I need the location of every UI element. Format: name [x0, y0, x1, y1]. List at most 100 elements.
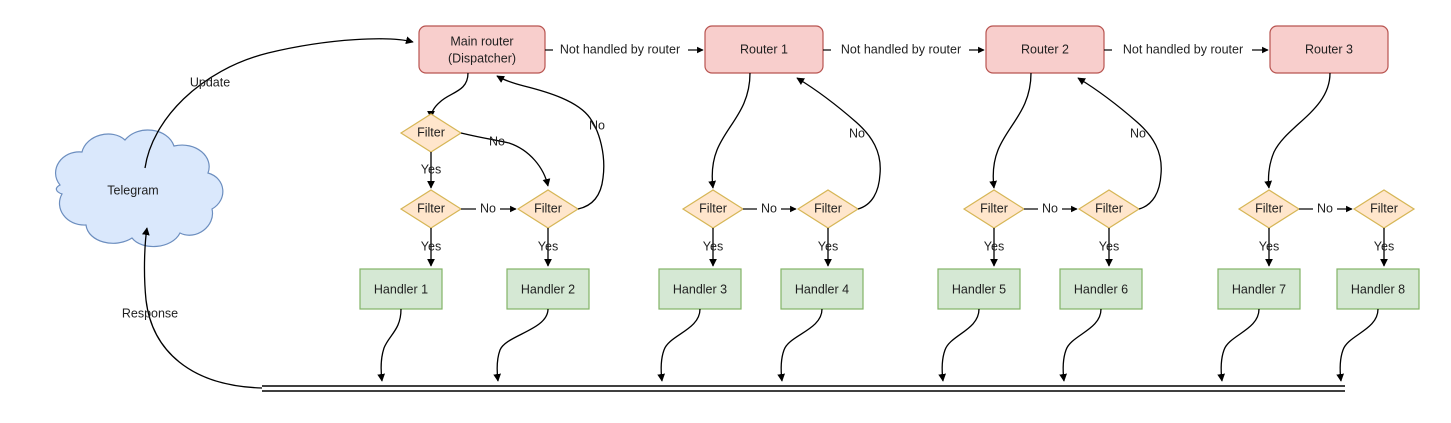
- filter-filter-4[interactable]: Filter: [796, 189, 860, 229]
- handler-handler-4-label: Handler 4: [795, 282, 849, 296]
- edge-main-to-filter-a: [427, 72, 469, 119]
- edge-handler-6-to-bus: [1059, 308, 1102, 382]
- handler-handler-7[interactable]: Handler 7: [1217, 268, 1301, 310]
- router-router-3[interactable]: Router 3: [1269, 25, 1389, 74]
- edge-handler-5-to-bus: [938, 308, 980, 382]
- edge-filter-6-no-back: [1077, 77, 1162, 210]
- edge-handler-1-to-bus: [377, 308, 402, 382]
- edge-response: [142, 227, 263, 389]
- edge-label-yes-5: Yes: [984, 239, 1004, 253]
- filter-filter-2-label: Filter: [534, 201, 562, 215]
- response-bus: [262, 385, 1345, 392]
- cloud-shape: [54, 129, 224, 248]
- telegram-cloud: Telegram: [54, 129, 224, 248]
- filter-filter-2[interactable]: Filter: [516, 189, 580, 229]
- edge-filter-3-no: No: [743, 201, 797, 215]
- handler-handler-8-label: Handler 8: [1351, 282, 1405, 296]
- edge-handler-4-to-bus: [777, 308, 823, 382]
- filter-filter-3-label: Filter: [699, 201, 727, 215]
- handler-handler-3[interactable]: Handler 3: [658, 268, 742, 310]
- filter-filter-8-shape[interactable]: [1352, 189, 1416, 229]
- edge-label-no-back-r1: No: [849, 126, 865, 140]
- edge-handler-7-to-bus: [1217, 308, 1260, 382]
- edge-label-no-1: No: [480, 201, 496, 215]
- handler-handler-6-box[interactable]: [1059, 268, 1143, 310]
- handler-handler-2-label: Handler 2: [521, 282, 575, 296]
- filter-filter-7-label: Filter: [1255, 201, 1283, 215]
- edge-label-yes-a: Yes: [421, 162, 441, 176]
- filter-filter-6[interactable]: Filter: [1077, 189, 1141, 229]
- edge-filter-4-no-back: [796, 77, 881, 210]
- filter-filter-1-label: Filter: [417, 201, 445, 215]
- edge-router-2-to-filter-5: [989, 72, 1032, 189]
- filter-filter-6-label: Filter: [1095, 201, 1123, 215]
- filter-filter-a-label: Filter: [417, 125, 445, 139]
- edge-filter-7-no: No: [1299, 201, 1353, 215]
- handler-handler-3-box[interactable]: [658, 268, 742, 310]
- handler-handler-7-box[interactable]: [1217, 268, 1301, 310]
- handler-handler-5-label: Handler 5: [952, 282, 1006, 296]
- edge-label-not-handled-3: Not handled by router: [1123, 42, 1243, 56]
- router-router-1-label: Router 1: [740, 42, 788, 56]
- edge-not-handled-3: Not handled by router: [1104, 42, 1269, 56]
- handler-handler-1[interactable]: Handler 1: [359, 268, 443, 310]
- handler-handler-6[interactable]: Handler 6: [1059, 268, 1143, 310]
- filter-filter-4-label: Filter: [814, 201, 842, 215]
- filter-filter-a[interactable]: Filter: [399, 113, 463, 153]
- handler-handler-3-label: Handler 3: [673, 282, 727, 296]
- edge-label-yes-3: Yes: [703, 239, 723, 253]
- edge-filter-1-no: No: [461, 201, 517, 215]
- handler-handler-1-box[interactable]: [359, 268, 443, 310]
- edge-label-no-a: No: [489, 134, 505, 148]
- edge-label-yes-6: Yes: [1099, 239, 1119, 253]
- filter-filter-5[interactable]: Filter: [962, 189, 1026, 229]
- edge-label-not-handled-1: Not handled by router: [560, 42, 680, 56]
- handler-handler-5-box[interactable]: [937, 268, 1021, 310]
- edge-label-not-handled-2: Not handled by router: [841, 42, 961, 56]
- edge-filter-a-no: [460, 132, 551, 187]
- router-router-3-label: Router 3: [1305, 42, 1353, 56]
- router-router-1[interactable]: Router 1: [704, 25, 824, 74]
- edge-update: [144, 36, 414, 169]
- edge-label-update: Update: [190, 75, 230, 89]
- handler-handler-6-label: Handler 6: [1074, 282, 1128, 296]
- cloud-label: Telegram: [107, 183, 158, 197]
- router-main-router-box[interactable]: [418, 25, 546, 74]
- handler-handler-8-box[interactable]: [1336, 268, 1420, 310]
- edge-filter-5-no: No: [1024, 201, 1078, 215]
- edge-label-no-5: No: [1042, 201, 1058, 215]
- handler-handler-8[interactable]: Handler 8: [1336, 268, 1420, 310]
- filter-filter-8[interactable]: Filter: [1352, 189, 1416, 229]
- edge-label-yes-7: Yes: [1259, 239, 1279, 253]
- edge-not-handled-1: Not handled by router: [545, 42, 704, 56]
- filter-filter-7[interactable]: Filter: [1237, 189, 1301, 229]
- edge-label-yes-8: Yes: [1374, 239, 1394, 253]
- edge-label-yes-4: Yes: [818, 239, 838, 253]
- edge-handler-3-to-bus: [657, 308, 701, 382]
- edge-handler-2-to-bus: [493, 308, 549, 382]
- router-router-2[interactable]: Router 2: [985, 25, 1105, 74]
- router-main-router-label-line2: (Dispatcher): [448, 51, 516, 65]
- filter-filter-3[interactable]: Filter: [681, 189, 745, 229]
- handler-handler-4[interactable]: Handler 4: [780, 268, 864, 310]
- handler-handler-1-label: Handler 1: [374, 282, 428, 296]
- edge-label-no-back-main: No: [589, 118, 605, 132]
- edge-router-3-to-filter-7: [1264, 72, 1331, 189]
- filter-filter-1[interactable]: Filter: [399, 189, 463, 229]
- edge-label-no-3: No: [761, 201, 777, 215]
- edge-filter-2-no-back: [496, 75, 605, 210]
- edge-label-no-7: No: [1317, 201, 1333, 215]
- edge-label-no-back-r2: No: [1130, 126, 1146, 140]
- handler-handler-5[interactable]: Handler 5: [937, 268, 1021, 310]
- edge-label-response: Response: [122, 306, 178, 320]
- edge-handler-8-to-bus: [1336, 308, 1379, 382]
- edge-not-handled-2: Not handled by router: [823, 42, 985, 56]
- handler-handler-7-label: Handler 7: [1232, 282, 1286, 296]
- router-main-router-label-line1: Main router: [450, 34, 513, 48]
- handler-handler-2[interactable]: Handler 2: [506, 268, 590, 310]
- edge-router-1-to-filter-3: [708, 72, 751, 189]
- router-router-3-box[interactable]: [1269, 25, 1389, 74]
- router-main-router[interactable]: Main router (Dispatcher): [418, 25, 546, 74]
